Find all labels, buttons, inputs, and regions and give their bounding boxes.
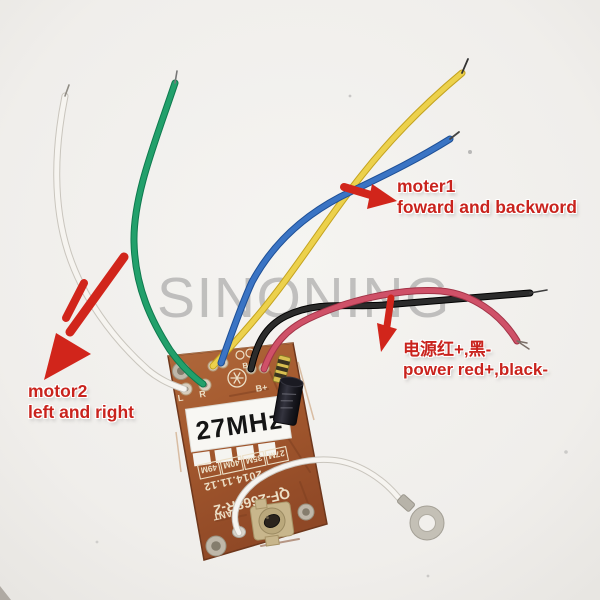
mounting-hole-bottom-left [205,535,227,557]
annotation-motor2-line2: left and right [28,401,134,422]
antenna-wire [231,456,445,541]
frequency-option-27m: 27M [267,448,285,461]
copper-glints [175,361,315,473]
black-wire-bare-tip [529,289,548,294]
blue-wire-bare-tip [449,131,460,140]
pad-label-battery-plus: B+ [255,382,268,394]
annotation-power-line1: 电源红+,黑- [403,340,492,359]
capacitor [272,376,304,426]
green-wire-bare-tip [174,70,178,84]
pad-label-right: R [199,389,207,400]
annotation-moter1-line2: foward and backword [397,196,577,217]
yellow-moter1-wire [209,58,469,370]
frequency-option-49m: 49M [200,462,218,475]
frequency-option-boxes: 27M 35M 40M 49M [196,445,290,480]
pad-label-left: L [177,393,184,404]
annotation-power-line2: power red+,black- [403,360,549,380]
red-power-wire [260,287,530,373]
frequency-option-40m: 40M [222,458,240,471]
green-motor2-wire [130,70,207,388]
pad-label-battery-minus: B- [242,360,252,370]
white-wire-bare-tip [64,84,70,97]
annotation-motor2: motor2 left and right [28,381,134,422]
arrow-moter1 [340,183,397,209]
annotation-power: 电源红+,黑- power red+,black- [403,340,548,380]
red-wire-bare-tip [516,340,530,350]
mounting-hole-bottom-right [297,503,315,521]
blue-moter1-wire [217,131,460,367]
led-indicator-silkscreen [227,368,247,388]
annotation-motor2-line1: motor2 [28,381,88,401]
annotation-moter1: moter1 foward and backword [397,176,577,217]
trimmer-potentiometer [249,498,295,547]
dust-specks [95,94,568,578]
arrow-power [377,294,397,352]
corner-shadow [0,586,11,600]
frequency-sticker: 27MHz [184,394,293,453]
annotation-moter1-line1: moter1 [397,176,456,196]
antenna-ring-terminal [397,494,445,541]
frequency-option-35m: 35M [245,453,263,466]
yellow-wire-bare-tip [461,58,469,74]
arrow-motor2 [44,252,129,380]
white-motor2-wire [53,84,188,393]
annotation-arrows [44,183,397,380]
sticker-tabs [192,441,277,467]
board-antenna-label: ANT [212,507,234,522]
striped-inductor [272,354,292,385]
